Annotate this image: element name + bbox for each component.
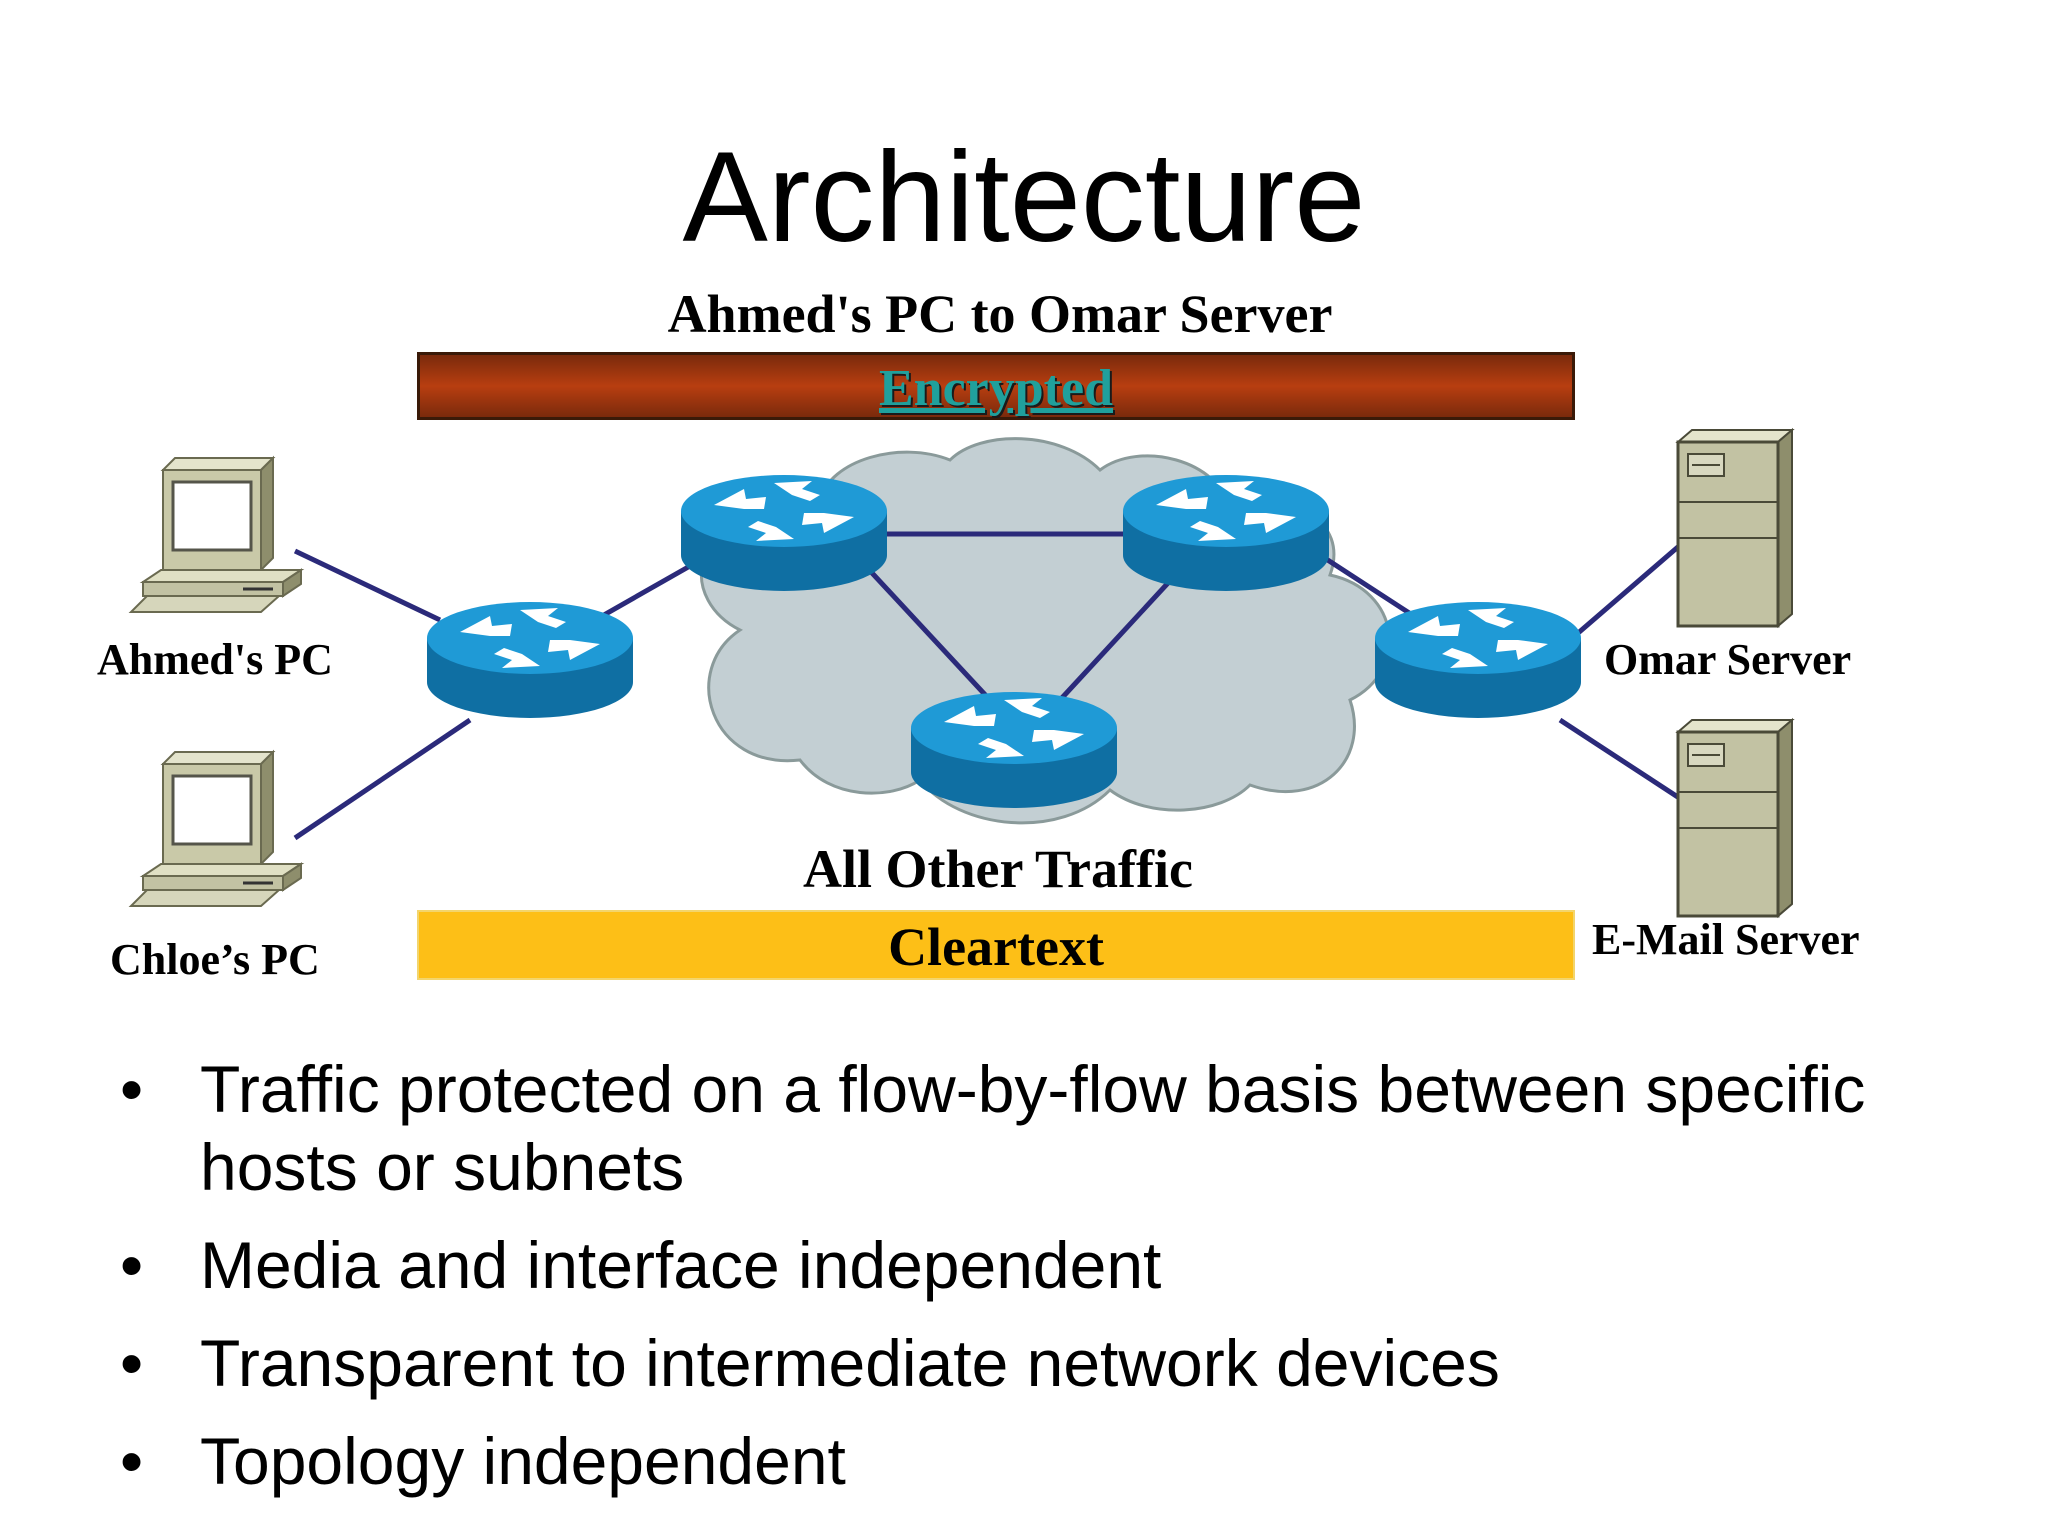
bullet-item: • Media and interface independent xyxy=(120,1226,1920,1304)
omar-server-label: Omar Server xyxy=(1604,635,1852,684)
link-core-bottom-right xyxy=(1058,568,1182,702)
bullet-text: Topology independent xyxy=(200,1424,846,1498)
slide-title: Architecture xyxy=(682,126,1366,269)
bullet-text: Media and interface independent xyxy=(200,1228,1162,1302)
cleartext-label: Cleartext xyxy=(888,917,1104,977)
bullet-text: Traffic protected on a flow-by-flow basi… xyxy=(200,1052,1866,1204)
link-chloe-router xyxy=(293,717,472,841)
bullet-item: • Transparent to intermediate network dev… xyxy=(120,1324,1920,1402)
link-router-email xyxy=(1558,717,1692,808)
link-core-edge-right xyxy=(1318,552,1422,623)
ahmed-pc-icon xyxy=(129,456,303,614)
router-edge-left xyxy=(427,602,633,718)
router-core-right xyxy=(1123,475,1329,591)
bullet-glyph: • xyxy=(120,1228,144,1302)
router-core-left xyxy=(681,475,887,591)
router-core-bottom xyxy=(911,692,1117,808)
chloe-pc-label: Chloe’s PC xyxy=(110,935,320,984)
link-core-bottom-left xyxy=(858,558,992,702)
bullet-text: Transparent to intermediate network devi… xyxy=(200,1326,1500,1400)
encrypted-label: Encrypted xyxy=(879,360,1113,417)
bullet-glyph: • xyxy=(120,1424,144,1498)
bullet-item: • Topology independent xyxy=(120,1422,1920,1500)
link-ahmed-router xyxy=(293,548,442,623)
ahmed-pc-label: Ahmed's PC xyxy=(97,635,333,684)
link-router-omar xyxy=(1568,538,1688,642)
other-traffic-label: All Other Traffic xyxy=(803,839,1193,899)
bullet-item: • Traffic protected on a flow-by-flow bas… xyxy=(120,1050,1920,1206)
cleartext-band: Cleartext xyxy=(417,910,1575,980)
router-edge-right xyxy=(1375,602,1581,718)
bullet-list: • Traffic protected on a flow-by-flow bas… xyxy=(120,1050,1920,1520)
bullet-glyph: • xyxy=(120,1326,144,1400)
flow-label: Ahmed's PC to Omar Server xyxy=(667,284,1333,344)
email-server-label: E-Mail Server xyxy=(1592,915,1860,964)
bullet-glyph: • xyxy=(120,1052,144,1126)
omar-server-icon xyxy=(1676,428,1794,628)
encrypted-band: Encrypted xyxy=(417,352,1575,420)
